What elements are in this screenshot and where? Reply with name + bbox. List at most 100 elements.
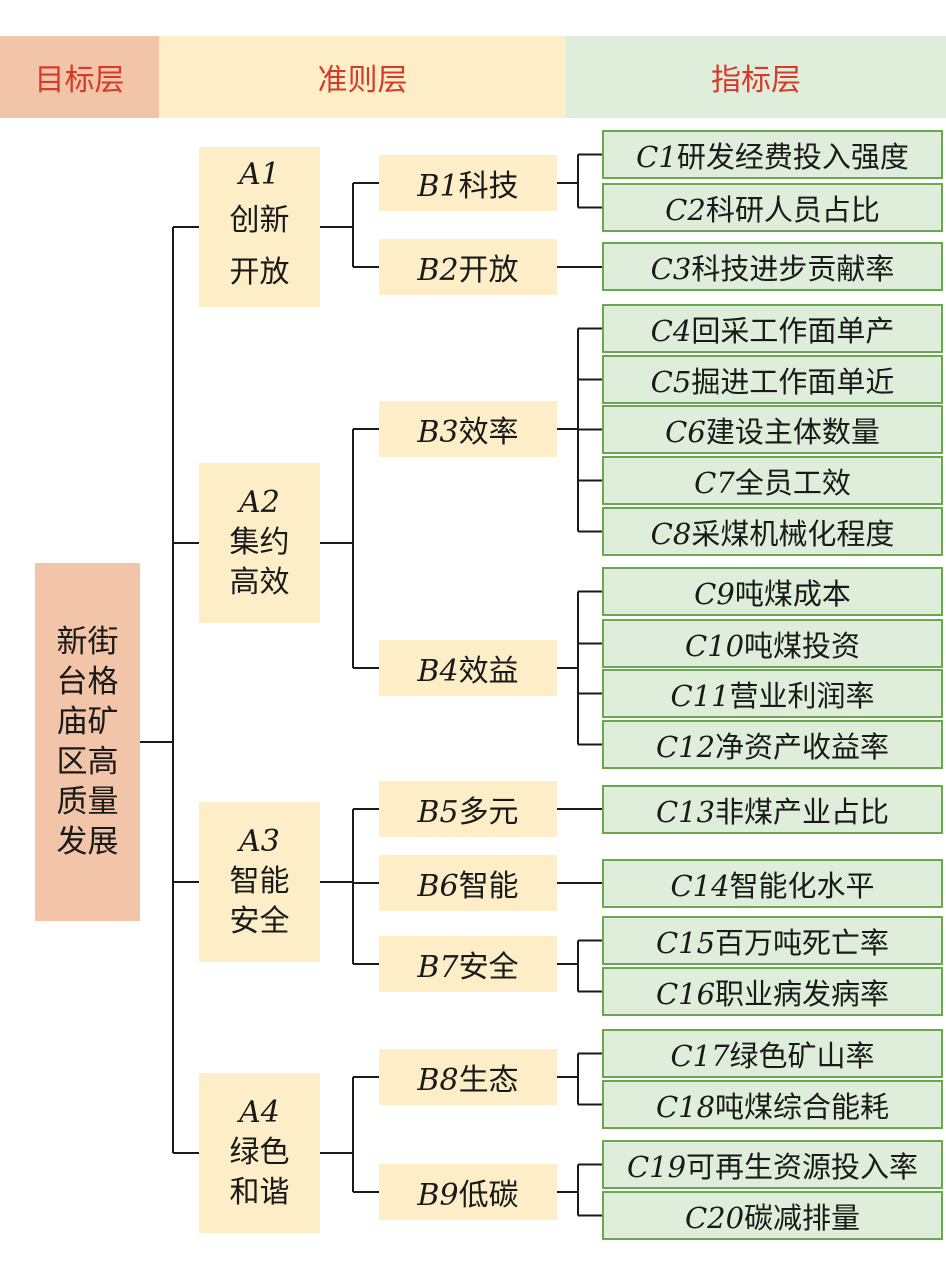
node-code: C11 (670, 678, 730, 713)
subcriterion-node-B9: B9低碳 (379, 1164, 557, 1220)
node-code: B1 (417, 169, 459, 204)
node-label: 效率 (458, 415, 519, 450)
node-code: C8 (650, 516, 692, 551)
node-code: B5 (417, 795, 459, 830)
indicator-node-C17: C17绿色矿山率 (602, 1029, 943, 1078)
node-label: 净资产收益率 (715, 729, 890, 764)
indicator-node-C14: C14智能化水平 (602, 859, 943, 908)
node-code: C7 (694, 465, 735, 500)
criterion-node-A2: A2 集约 高效 (199, 463, 320, 623)
indicator-node-C20: C20碳减排量 (602, 1191, 943, 1240)
node-label: 非煤产业占比 (715, 794, 890, 829)
node-code: C9 (694, 576, 735, 611)
indicator-node-C2: C2科研人员占比 (602, 183, 943, 232)
node-label: 营业利润率 (729, 678, 875, 713)
header-criterion-layer: 准则层 (159, 36, 566, 118)
node-code: C10 (684, 628, 745, 663)
subcriterion-node-B6: B6智能 (379, 855, 557, 911)
subcriterion-node-B4: B4效益 (379, 640, 557, 696)
subcriterion-node-B1: B1科技 (379, 155, 557, 211)
node-label: 智能化水平 (729, 868, 875, 903)
indicator-node-C8: C8采煤机械化程度 (602, 507, 943, 556)
node-code: C4 (650, 313, 692, 348)
indicator-node-C7: C7全员工效 (602, 456, 943, 505)
node-label: 多元 (458, 795, 519, 830)
header-indicator-layer: 指标层 (566, 36, 946, 118)
node-code: C5 (650, 364, 692, 399)
node-code: B7 (417, 950, 459, 985)
node-label: 采煤机械化程度 (691, 516, 895, 551)
criterion-label: 集约 高效 (229, 525, 290, 600)
criterion-node-A3: A3 智能 安全 (199, 802, 320, 962)
node-label: 智能 (458, 869, 519, 904)
indicator-node-C6: C6建设主体数量 (602, 405, 943, 454)
node-label: 吨煤成本 (734, 576, 851, 611)
node-label: 回采工作面单产 (691, 313, 895, 348)
criterion-label: 创新 开放 (229, 203, 290, 290)
node-label: 绿色矿山率 (729, 1038, 875, 1073)
indicator-node-C16: C16职业病发病率 (602, 967, 943, 1016)
header-goal-layer: 目标层 (0, 36, 159, 118)
node-code: C14 (670, 868, 730, 903)
node-label: 开放 (458, 253, 519, 288)
indicator-node-C10: C10吨煤投资 (602, 619, 943, 668)
indicator-node-C9: C9吨煤成本 (602, 567, 943, 616)
node-code: C1 (636, 139, 677, 174)
criterion-code: A2 (239, 485, 280, 520)
criterion-node-A1: A1 创新 开放 (199, 147, 320, 307)
node-label: 建设主体数量 (705, 414, 880, 449)
node-label: 低碳 (458, 1178, 519, 1213)
indicator-node-C5: C5掘进工作面单近 (602, 355, 943, 404)
criterion-label: 智能 安全 (229, 864, 290, 939)
node-code: C3 (650, 251, 692, 286)
node-label: 可再生资源投入率 (686, 1149, 919, 1184)
node-code: B4 (417, 654, 459, 689)
indicator-node-C13: C13非煤产业占比 (602, 785, 943, 834)
node-code: B9 (417, 1178, 459, 1213)
node-code: B8 (417, 1063, 459, 1098)
node-label: 掘进工作面单近 (691, 364, 895, 399)
criterion-label: 绿色 和谐 (229, 1135, 290, 1210)
indicator-node-C18: C18吨煤综合能耗 (602, 1080, 943, 1129)
goal-label: 新街台格庙矿区高质量发展 (56, 624, 119, 860)
node-label: 百万吨死亡率 (715, 925, 890, 960)
indicator-node-C3: C3科技进步贡献率 (602, 242, 943, 291)
node-label: 吨煤综合能耗 (715, 1089, 890, 1124)
node-code: C20 (684, 1200, 745, 1235)
node-code: C2 (665, 192, 706, 227)
indicator-node-C19: C19可再生资源投入率 (602, 1140, 943, 1189)
node-code: C16 (655, 976, 716, 1011)
criterion-code: A3 (239, 824, 280, 859)
indicator-node-C11: C11营业利润率 (602, 669, 943, 718)
indicator-node-C4: C4回采工作面单产 (602, 304, 943, 353)
subcriterion-node-B8: B8生态 (379, 1049, 557, 1105)
node-label: 碳减排量 (744, 1200, 861, 1235)
criterion-node-A4: A4 绿色 和谐 (199, 1073, 320, 1233)
node-label: 全员工效 (734, 465, 851, 500)
indicator-node-C1: C1研发经费投入强度 (602, 130, 943, 179)
node-code: C18 (655, 1089, 716, 1124)
node-code: B2 (417, 253, 459, 288)
node-label: 吨煤投资 (744, 628, 861, 663)
criterion-code: A1 (239, 157, 280, 192)
criterion-code: A4 (239, 1095, 280, 1130)
node-code: C12 (655, 729, 716, 764)
node-code: C15 (655, 925, 716, 960)
subcriterion-node-B3: B3效率 (379, 401, 557, 457)
node-label: 职业病发病率 (715, 976, 890, 1011)
node-label: 科技 (458, 169, 519, 204)
node-code: C17 (670, 1038, 730, 1073)
node-code: B3 (417, 415, 459, 450)
node-label: 安全 (458, 950, 519, 985)
node-code: C6 (665, 414, 706, 449)
node-label: 科研人员占比 (705, 192, 880, 227)
indicator-node-C12: C12净资产收益率 (602, 720, 943, 769)
node-label: 科技进步贡献率 (691, 251, 895, 286)
node-label: 研发经费投入强度 (676, 139, 909, 174)
goal-node: 新街台格庙矿区高质量发展 (35, 563, 140, 921)
node-code: C13 (655, 794, 716, 829)
subcriterion-node-B5: B5多元 (379, 781, 557, 837)
node-code: B6 (417, 869, 459, 904)
